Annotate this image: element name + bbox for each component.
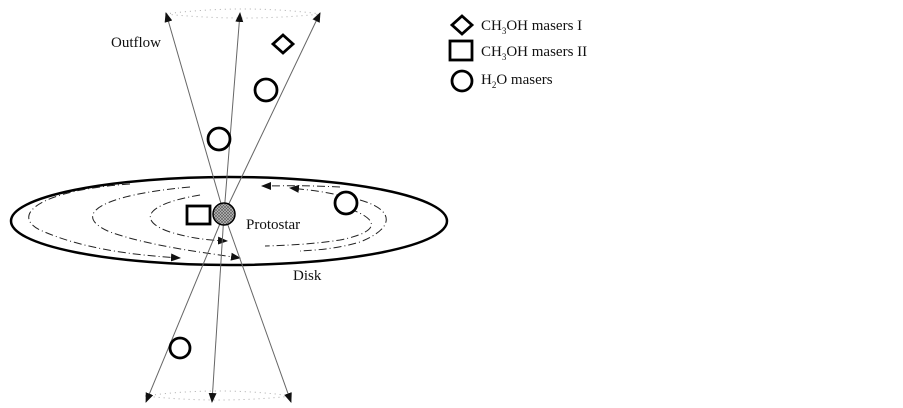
protostar-label: Protostar <box>246 217 300 233</box>
disk-ellipse <box>9 175 449 267</box>
legend-label-h2o: H2O masers <box>481 72 553 90</box>
h2o-maser-circle-icon <box>333 190 359 216</box>
protostar-icon <box>212 202 236 226</box>
legend-label-ch3oh-i: CH3OH masers I <box>481 18 582 36</box>
legend-circle-icon <box>450 69 474 93</box>
legend: CH3OH masers I CH3OH masers II H2O maser… <box>448 14 587 93</box>
disk-label: Disk <box>293 268 322 284</box>
ch3oh-maser-i-diamond-icon <box>270 33 296 55</box>
h2o-maser-circle-icon <box>168 336 192 360</box>
legend-label-ch3oh-ii: CH3OH masers II <box>481 44 587 62</box>
masers <box>168 33 359 360</box>
ch3oh-maser-ii-square-icon <box>185 204 212 226</box>
h2o-maser-circle-icon <box>253 77 279 103</box>
legend-diamond-icon <box>449 14 475 36</box>
outflow-arrows <box>145 12 321 403</box>
h2o-maser-circle-icon <box>206 126 232 152</box>
outflow-label: Outflow <box>111 35 161 51</box>
outflow-top-cap <box>164 8 322 19</box>
legend-square-icon <box>448 39 474 62</box>
outflow-bottom-cap <box>144 390 293 401</box>
